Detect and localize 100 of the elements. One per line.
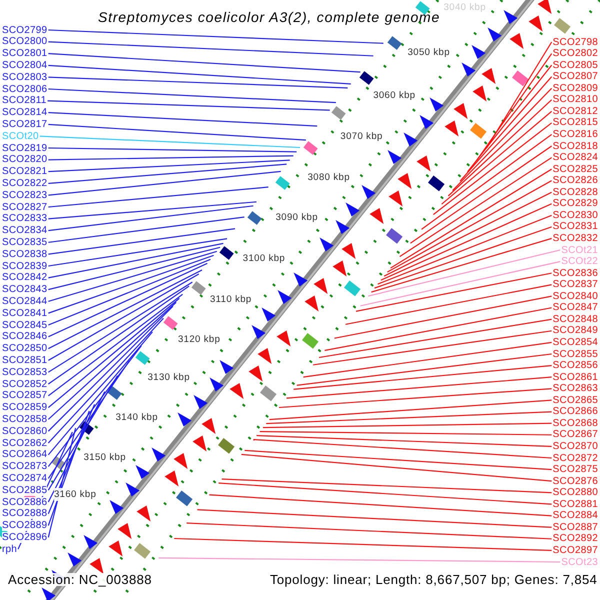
leader-line bbox=[48, 254, 214, 314]
leader-line bbox=[48, 88, 336, 104]
scale-label: 3090 kbp bbox=[276, 211, 318, 224]
gene-label: SCO2803 bbox=[2, 72, 48, 83]
gene-label: SCO2861 bbox=[552, 372, 598, 383]
gene-label: SCO2809 bbox=[552, 82, 598, 94]
leader-line bbox=[269, 400, 552, 420]
gene-label: SCO2881 bbox=[552, 498, 598, 510]
gene-label: SCO2850 bbox=[2, 343, 48, 354]
gene-label: SCO2814 bbox=[2, 107, 48, 118]
leader-line bbox=[218, 482, 552, 505]
leader-line bbox=[410, 146, 552, 244]
leader-line bbox=[48, 238, 228, 267]
gene-label: SCO2852 bbox=[2, 378, 48, 390]
scale-label: 3160 kbp bbox=[54, 488, 96, 501]
leader-line bbox=[334, 296, 552, 339]
leader-line bbox=[48, 269, 202, 350]
leader-line bbox=[460, 76, 552, 182]
gene-label: SCO2832 bbox=[552, 232, 598, 244]
title: Streptomyces coelicolor A3(2), complete genome bbox=[98, 11, 440, 24]
leader-line bbox=[467, 64, 552, 172]
gene-label: SCO2842 bbox=[2, 272, 48, 284]
gene-label: SCO2828 bbox=[552, 186, 598, 198]
leader-line bbox=[48, 250, 218, 302]
leader-line bbox=[421, 134, 552, 230]
leader-line bbox=[486, 42, 552, 148]
leader-line bbox=[40, 136, 300, 148]
leader-line bbox=[278, 388, 552, 408]
leader-line bbox=[48, 29, 384, 44]
gene-label: SCO2815 bbox=[552, 117, 598, 128]
gene-label: SCO2825 bbox=[552, 164, 598, 175]
gene-label: SCO2827 bbox=[2, 202, 48, 212]
leader-line bbox=[313, 330, 552, 366]
gene-label: SCO2818 bbox=[552, 140, 598, 152]
gene-label: SCO2807 bbox=[552, 71, 598, 82]
leader-line bbox=[433, 122, 552, 215]
leader-line bbox=[48, 112, 318, 127]
gene-label: SCO2839 bbox=[2, 260, 48, 272]
gene-label: SCO2851 bbox=[2, 354, 48, 366]
gene-label: SCO2800 bbox=[2, 36, 48, 48]
leader-line bbox=[452, 88, 552, 191]
gene-label: SCO2884 bbox=[552, 510, 598, 522]
gene-label: SCO2826 bbox=[552, 175, 598, 186]
leader-line bbox=[256, 434, 552, 447]
gene-label: SCOt21 bbox=[561, 244, 598, 256]
gene-label: SCO2896 bbox=[2, 532, 48, 543]
gene-label: SCO2866 bbox=[552, 406, 598, 418]
leader-line bbox=[48, 286, 190, 384]
gene-label: SCO2840 bbox=[552, 290, 598, 302]
leader-line bbox=[48, 205, 254, 232]
leader-line bbox=[48, 216, 244, 243]
gene-label: SCO2837 bbox=[552, 279, 598, 290]
leader-line bbox=[262, 422, 552, 428]
gene-label: SCO2811 bbox=[2, 95, 47, 106]
leader-line bbox=[371, 238, 552, 293]
gene-label: SCOt20 bbox=[2, 130, 39, 142]
leader-line bbox=[158, 557, 560, 563]
gene-label: SCO2862 bbox=[2, 438, 48, 448]
gene-label: SCO2834 bbox=[2, 225, 48, 236]
leader-line bbox=[48, 360, 130, 479]
gene-label: SCO2858 bbox=[2, 414, 48, 425]
footer-text: Accession: NC_003888 bbox=[8, 573, 152, 586]
gene-label: SCOt23 bbox=[561, 556, 598, 568]
gene-label: SCO2849 bbox=[552, 325, 598, 336]
gene-label: SCO2859 bbox=[2, 402, 48, 414]
gene-label: SCO2823 bbox=[2, 190, 48, 201]
leader-line bbox=[48, 76, 348, 88]
leader-line bbox=[48, 346, 142, 467]
leader-line bbox=[360, 261, 560, 306]
leader-line bbox=[174, 538, 552, 551]
leader-line bbox=[48, 100, 330, 111]
leader-line bbox=[48, 64, 351, 84]
gene-label: SCO2865 bbox=[552, 394, 598, 406]
leader-line bbox=[303, 342, 552, 378]
leader-line bbox=[241, 454, 552, 482]
gene-label: SCO2816 bbox=[552, 128, 598, 140]
scale-label: 3130 kbp bbox=[148, 371, 190, 384]
gene-label: SCO2821 bbox=[2, 166, 48, 178]
scale-label: 3070 kbp bbox=[340, 130, 383, 143]
gene-label: SCO2864 bbox=[2, 449, 48, 460]
gene-label: SCO2843 bbox=[2, 284, 48, 296]
gene-label: SCO2806 bbox=[2, 84, 48, 94]
leader-line bbox=[48, 124, 306, 141]
gene-label: SCO2805 bbox=[552, 60, 598, 71]
leader-line bbox=[48, 274, 200, 361]
leader-line bbox=[253, 438, 552, 459]
gene-label: SCO2831 bbox=[552, 221, 598, 232]
gene-label: SCO2812 bbox=[552, 106, 598, 117]
gene-label: SCO2846 bbox=[2, 331, 48, 342]
gene-label: SCO2833 bbox=[2, 213, 48, 224]
gene-label: SCO2820 bbox=[2, 154, 48, 166]
gene-label: SCO2889 bbox=[2, 520, 48, 532]
leader-line bbox=[244, 450, 552, 470]
gene-label: SCO2873 bbox=[2, 461, 48, 472]
footer-text: Topology: linear; Length: 8,667,507 bp; Genes: 7,854 bbox=[270, 573, 598, 586]
leader-line bbox=[48, 160, 290, 172]
scale-label: 3110 kbp bbox=[210, 293, 252, 306]
gene-label: SCO2880 bbox=[552, 487, 598, 498]
gene-label: rph bbox=[2, 544, 18, 555]
leader-line bbox=[48, 201, 257, 220]
